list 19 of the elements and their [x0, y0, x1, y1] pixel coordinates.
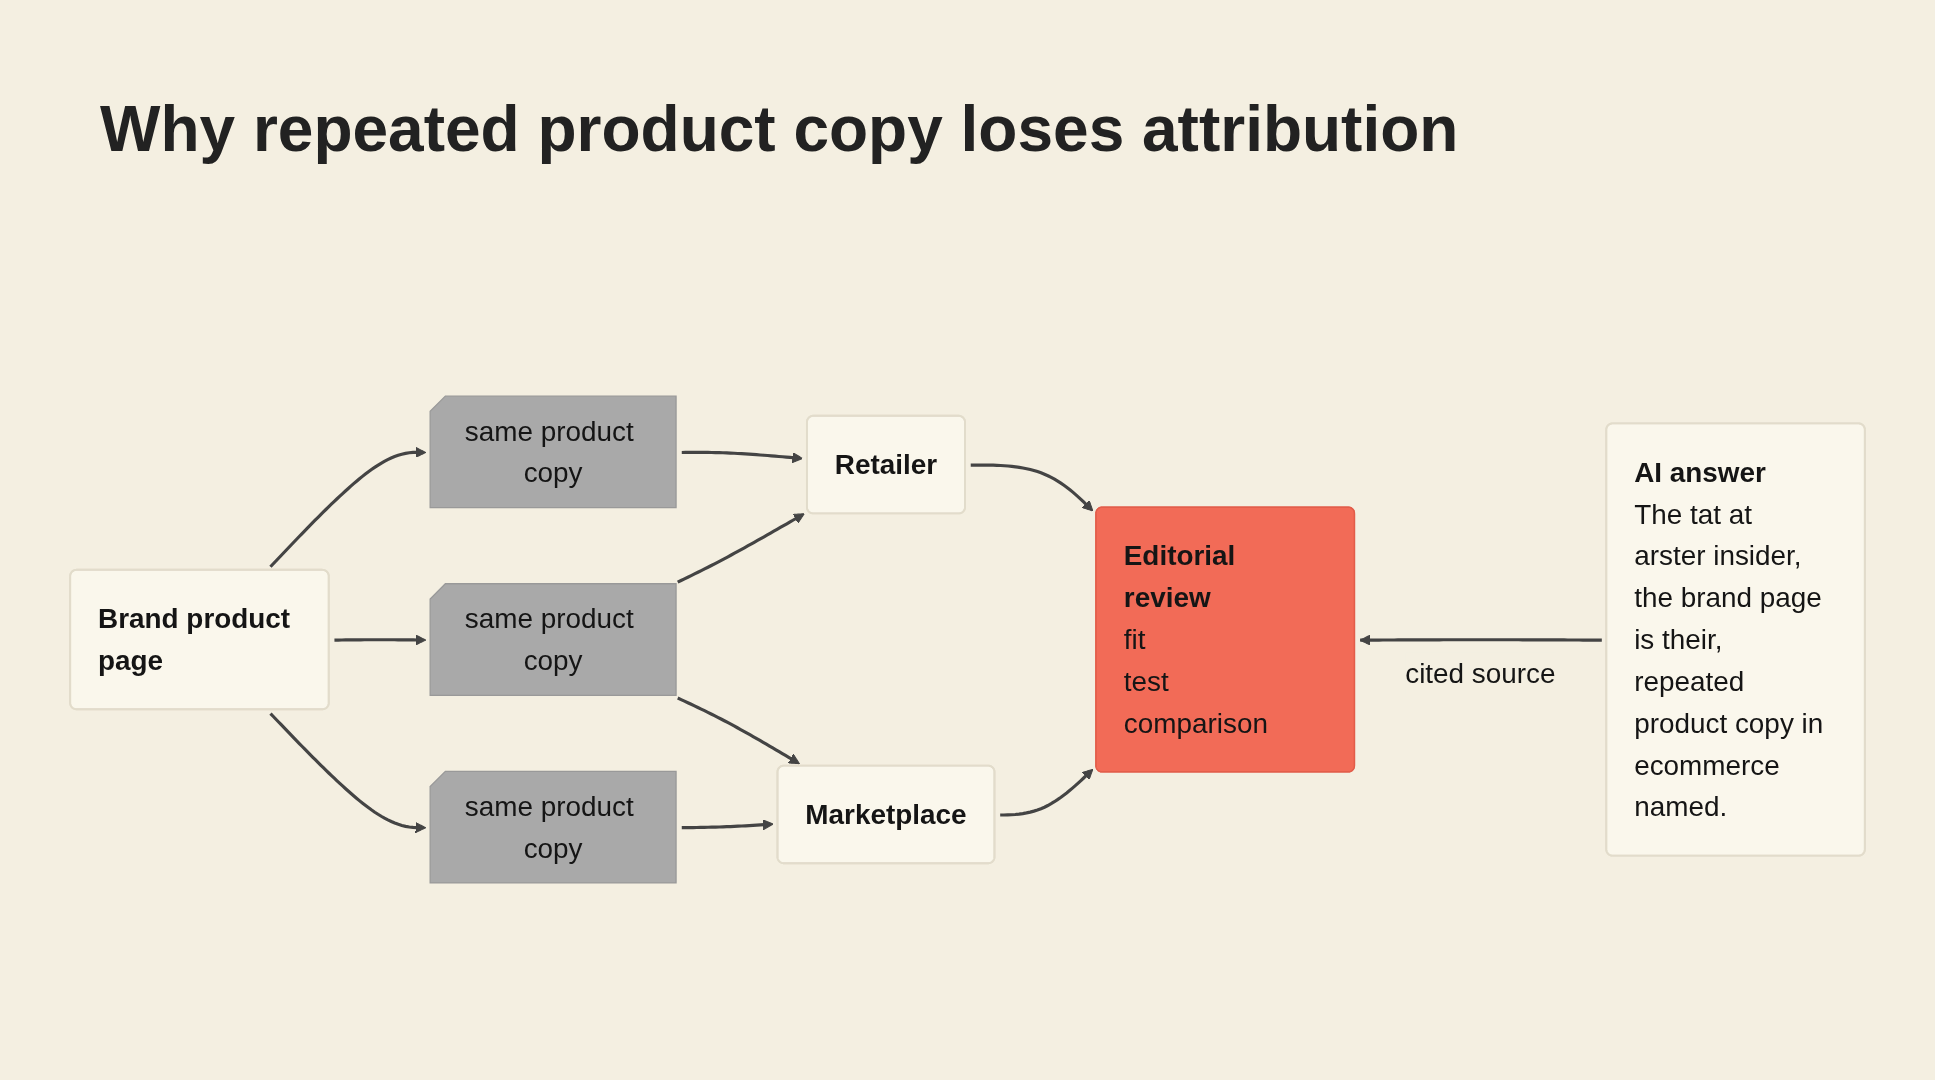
page-card: Brand product page: [69, 569, 330, 711]
answer-card: AI answer The tat at arster insider, the brand page is their, repeated product copy in ecommerce named.: [1605, 422, 1866, 858]
highlighted-card: Editorial review fit test comparison: [1095, 506, 1356, 774]
arrow: [334, 634, 427, 647]
diagram-title: Why repeated product copy loses attribution: [100, 92, 1459, 166]
page-card: Retailer: [805, 415, 966, 515]
arrow: [970, 464, 1094, 512]
arrow: [677, 697, 800, 765]
document-sheet: same product copy: [429, 395, 677, 509]
document-sheet: same product copy: [429, 583, 677, 697]
arrow: [269, 447, 427, 569]
arrow: [681, 451, 803, 464]
arrow: [677, 513, 805, 585]
page-card: Marketplace: [776, 765, 996, 865]
arrow: [1359, 634, 1602, 647]
arrow: [1000, 769, 1094, 818]
document-sheet: same product copy: [429, 771, 677, 884]
arrow: [681, 819, 774, 831]
arrow: [269, 712, 427, 834]
